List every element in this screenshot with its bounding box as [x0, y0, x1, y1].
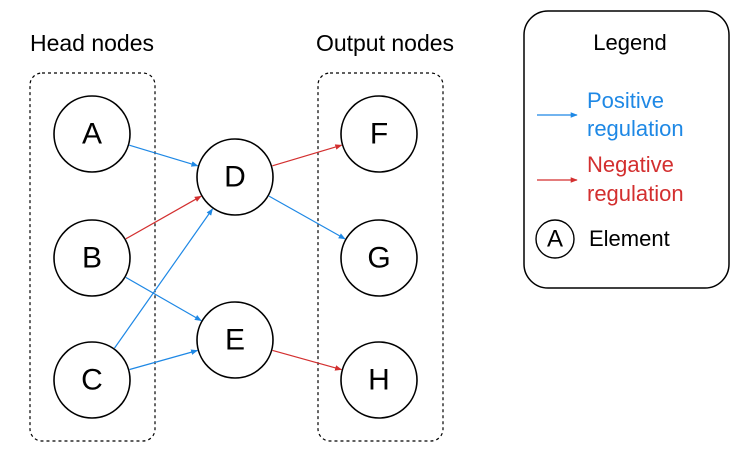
node-d-label: D	[224, 161, 246, 194]
node-e-label: E	[225, 324, 245, 357]
node-e: E	[196, 301, 274, 379]
legend-element-label: Element	[589, 226, 670, 251]
node-b-label: B	[82, 242, 102, 275]
edge-d-to-g	[268, 195, 346, 240]
node-a-label: A	[82, 118, 102, 151]
head-nodes-group-box	[29, 72, 156, 442]
node-c: C	[53, 341, 131, 419]
edge-d-to-f	[272, 144, 343, 167]
legend-positive-label-line1: Positive	[587, 88, 664, 113]
output-nodes-group-box	[317, 72, 444, 442]
output-nodes-title: Output nodes	[316, 30, 454, 56]
node-f-label: F	[370, 118, 388, 151]
node-h: H	[340, 341, 418, 419]
legend-box	[523, 10, 730, 289]
node-a: A	[53, 95, 131, 173]
node-g: G	[340, 219, 418, 297]
legend-positive-label-line2: regulation	[587, 116, 684, 141]
legend: Legend Positive regulation Negative regu…	[523, 10, 730, 289]
edges-layer	[114, 144, 346, 371]
head-nodes-title: Head nodes	[30, 30, 154, 56]
legend-element-symbol: A	[547, 226, 563, 253]
edge-a-to-d	[129, 144, 199, 167]
edge-b-to-d	[125, 195, 202, 240]
node-g-label: G	[367, 242, 390, 275]
edge-b-to-e	[125, 276, 202, 322]
node-f: F	[340, 95, 418, 173]
edge-e-to-h	[272, 349, 343, 371]
legend-title: Legend	[593, 30, 666, 55]
legend-negative-label-line2: regulation	[587, 181, 684, 206]
edge-c-to-d	[114, 208, 213, 349]
node-b: B	[53, 219, 131, 297]
legend-element-circle	[535, 219, 575, 259]
node-d: D	[196, 138, 274, 216]
node-c-label: C	[81, 364, 103, 397]
node-h-label: H	[368, 364, 390, 397]
edge-c-to-e	[129, 349, 199, 371]
legend-negative-label-line1: Negative	[587, 152, 674, 177]
